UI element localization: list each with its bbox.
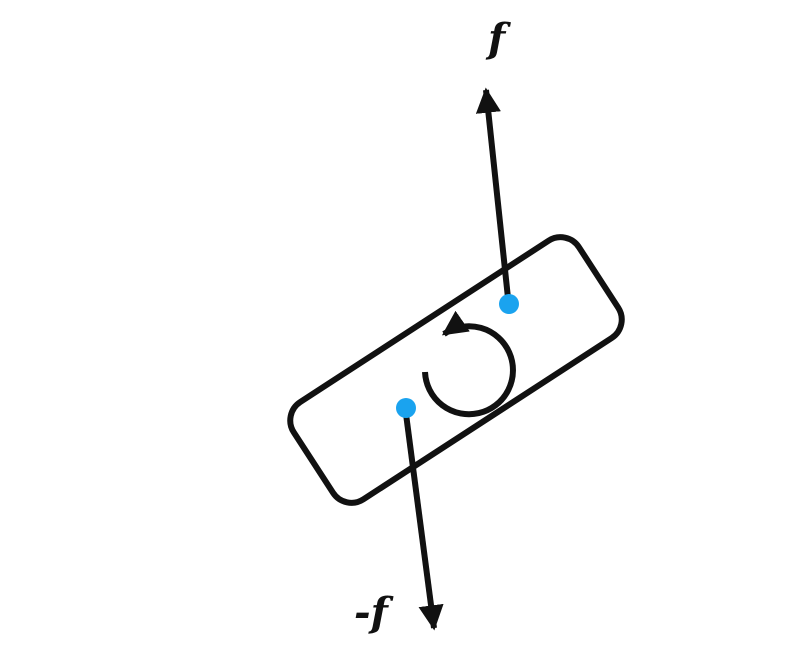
rigid-body-rect bbox=[287, 234, 625, 506]
force-label-top: f bbox=[485, 15, 511, 62]
rotation-arrow-icon bbox=[422, 310, 516, 418]
application-point-top bbox=[499, 294, 519, 314]
force-arrow-up bbox=[475, 87, 511, 299]
force-arrow-down bbox=[403, 413, 444, 631]
application-point-bottom bbox=[396, 398, 416, 418]
force-label-bottom: -f bbox=[354, 589, 394, 636]
